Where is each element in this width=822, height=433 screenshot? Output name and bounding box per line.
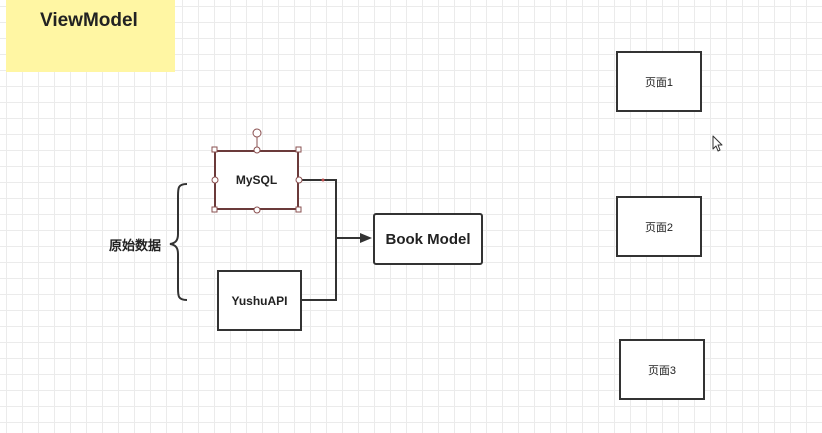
page2-node[interactable]: 页面2 bbox=[616, 196, 702, 257]
page2-node-label: 页面2 bbox=[644, 221, 674, 234]
page3-node-label: 页面3 bbox=[647, 364, 677, 377]
left-curly-brace bbox=[169, 183, 188, 301]
connector-yushu-to-book bbox=[302, 238, 337, 301]
page1-node-label: 页面1 bbox=[644, 76, 674, 89]
resize-handle-bottom-right[interactable] bbox=[295, 206, 302, 213]
resize-handle-bottom[interactable] bbox=[253, 206, 261, 214]
mysql-node-label: MySQL bbox=[235, 173, 278, 187]
book-model-node[interactable]: Book Model bbox=[373, 213, 483, 265]
yushuapi-node[interactable]: YushuAPI bbox=[217, 270, 302, 331]
connection-point bbox=[321, 178, 325, 182]
resize-handle-right[interactable] bbox=[295, 176, 303, 184]
viewmodel-label: ViewModel bbox=[40, 10, 138, 31]
resize-handle-top-left[interactable] bbox=[211, 146, 218, 153]
resize-handle-top-right[interactable] bbox=[295, 146, 302, 153]
page1-node[interactable]: 页面1 bbox=[616, 51, 702, 112]
page3-node[interactable]: 页面3 bbox=[619, 339, 705, 400]
mouse-cursor-icon bbox=[712, 135, 723, 152]
yushuapi-node-label: YushuAPI bbox=[231, 293, 288, 308]
viewmodel-sticky-note[interactable]: ViewModel bbox=[6, 0, 175, 72]
arrowhead bbox=[360, 233, 372, 243]
resize-handle-bottom-left[interactable] bbox=[211, 206, 218, 213]
resize-handle-left[interactable] bbox=[211, 176, 219, 184]
resize-handle-top[interactable] bbox=[253, 146, 261, 154]
connector-mysql-to-book bbox=[299, 179, 337, 238]
raw-data-label: 原始数据 bbox=[109, 238, 162, 253]
book-model-node-label: Book Model bbox=[385, 230, 471, 248]
rotate-handle[interactable] bbox=[252, 128, 262, 138]
